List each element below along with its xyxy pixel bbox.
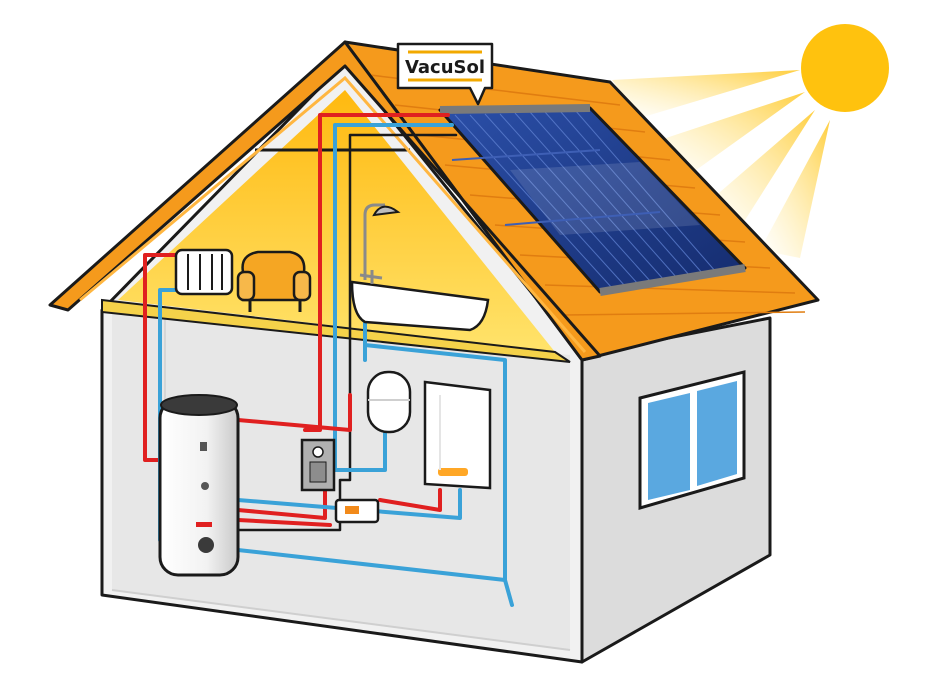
cold-pipe-collector xyxy=(333,123,454,472)
radiator-icon xyxy=(174,248,234,296)
sun-ray-bottom xyxy=(760,120,830,258)
window-icon xyxy=(638,370,746,510)
sun-ray-mid xyxy=(660,92,805,178)
cold-pipe-drain xyxy=(503,578,514,607)
sun-icon xyxy=(801,24,889,112)
floor-line xyxy=(111,589,571,651)
hot-pipe-boiler xyxy=(378,488,442,512)
armchair-icon xyxy=(236,250,312,312)
cold-pipe-floor xyxy=(236,283,507,582)
expansion-vessel-icon xyxy=(366,370,412,434)
brand-label: VacuSol xyxy=(405,57,485,78)
roof-gable-edge xyxy=(48,40,602,362)
sun-ray-top xyxy=(612,70,800,118)
sensor-cable xyxy=(236,133,458,532)
solar-collector-icon xyxy=(438,104,747,296)
pump-station-icon xyxy=(300,438,336,492)
roof-eave-inner xyxy=(79,75,587,353)
hot-pipe-tank-mid xyxy=(236,518,332,527)
wall-boiler-icon xyxy=(423,380,492,490)
hot-pipe-radiator xyxy=(143,253,177,462)
cold-pipe-boiler xyxy=(333,428,387,472)
shower-icon xyxy=(363,203,401,280)
hot-pipe-collector xyxy=(303,113,450,432)
cold-pipe-boiler-loop xyxy=(236,488,462,520)
hot-pipe-tank xyxy=(236,393,352,432)
brand-sign: VacuSol xyxy=(396,42,494,106)
pipes xyxy=(143,113,514,607)
sun-ray-low xyxy=(705,110,815,228)
sun-group xyxy=(612,24,889,258)
hot-pipe-tank-lower xyxy=(236,488,327,520)
solar-controller-icon xyxy=(334,498,380,524)
bathtub-icon xyxy=(350,270,490,332)
hot-water-tank-icon xyxy=(158,394,240,577)
